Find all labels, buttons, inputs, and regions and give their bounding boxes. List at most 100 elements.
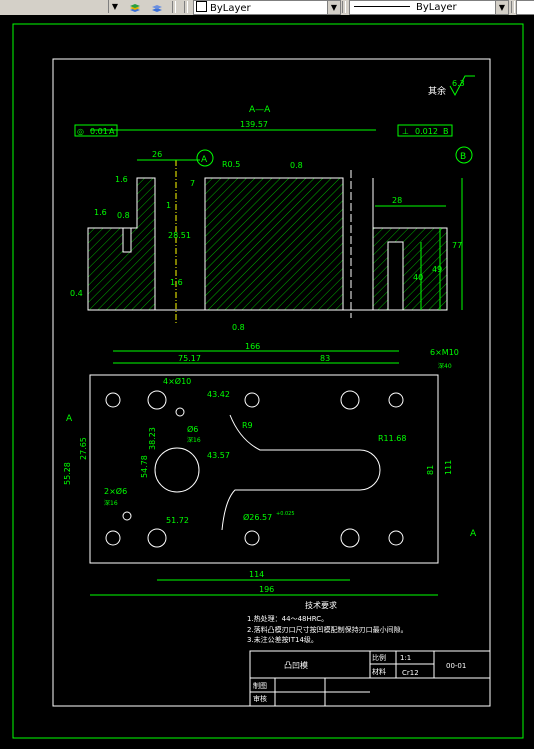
dim-38-23: 38.23: [148, 427, 157, 450]
gdt-left-tol: 0.01: [90, 127, 108, 136]
note-2phi6: 2×Ø6: [104, 486, 127, 496]
linetype-preview-line: [354, 6, 410, 7]
dim-43-57: 43.57: [207, 451, 230, 460]
section-mark-a-left: A: [66, 414, 73, 424]
dim-75-17: 75.17: [178, 354, 201, 363]
section-mark-a-right: A: [470, 529, 477, 539]
gdt-frame-right: [397, 124, 453, 137]
tech-req-line-2: 2.落料凸模刃口尺寸按凹模配制保持刃口最小间隙。: [247, 625, 408, 634]
dim-166: 166: [245, 342, 260, 351]
title-material-label: 材料: [372, 667, 386, 676]
title-drawing-no: 00-01: [446, 662, 466, 670]
title-drawn-label: 制图: [253, 681, 267, 690]
note-phi6-depth: 深16: [187, 436, 201, 444]
title-block: [249, 650, 491, 707]
plan-outline: [89, 374, 439, 564]
dim-49: 49: [432, 265, 442, 274]
dim-7: 7: [190, 179, 195, 188]
datum-b-bubble: [455, 146, 473, 164]
tech-req-line-3: 3.未注公差按IT14级。: [247, 635, 318, 644]
layer-dropdown-arrow[interactable]: ▼: [108, 0, 121, 13]
dim-51-72: 51.72: [166, 516, 189, 525]
dim-1: 1: [166, 201, 171, 210]
section-slot: [387, 241, 404, 311]
title-part-name: 凸凹模: [284, 660, 308, 670]
dim-27-65: 27.65: [79, 437, 88, 460]
datum-a-bubble: [196, 149, 214, 167]
note-6m10: 6×M10: [430, 348, 459, 357]
gdt-right-datum: B: [443, 127, 449, 136]
dim-26: 26: [152, 150, 162, 159]
section-body-right: [372, 178, 448, 311]
dim-04: 0.4: [70, 289, 83, 298]
properties-toolbar: ▼ ByLayer ▼ ByLayer ▼: [0, 0, 534, 16]
dim-114: 114: [249, 570, 264, 579]
dim-ra08-top: 0.8: [290, 161, 303, 170]
dim-16-top: 1.6: [115, 175, 128, 184]
datum-a-label: A: [201, 155, 208, 165]
dim-tol: +0.025: [276, 511, 295, 517]
dim-r11-68: R11.68: [378, 434, 406, 443]
plan-holes: [105, 390, 404, 548]
dim-139-57: 139.57: [240, 120, 268, 129]
color-value: ByLayer: [210, 3, 251, 14]
linetype-dropdown-arrow[interactable]: ▼: [495, 1, 508, 14]
dim-55-28: 55.28: [63, 462, 72, 485]
dim-r9: R9: [242, 421, 253, 430]
gdt-left-datum: A: [109, 127, 115, 136]
dim-83: 83: [320, 354, 330, 363]
drawing-canvas[interactable]: 其余 6.3 A—A 139.57 ◎ 0.01 A ⊥ 0.012 B A B…: [0, 15, 534, 745]
dim-54-78: 54.78: [140, 455, 149, 478]
roughness-rest-value: 6.3: [452, 79, 465, 88]
cad-drawing: 其余 6.3 A—A 139.57 ◎ 0.01 A ⊥ 0.012 B A B…: [12, 23, 524, 739]
datum-b-label: B: [460, 152, 466, 162]
dim-phi26-57: Ø26.57: [243, 512, 272, 522]
roughness-rest-label: 其余: [428, 85, 446, 97]
note-6m10-depth: 深40: [438, 362, 452, 370]
dim-08-bottom: 0.8: [232, 323, 245, 332]
title-checked-label: 审核: [253, 694, 267, 703]
dim-28-51: 28.51: [168, 231, 191, 240]
note-phi6: Ø6: [187, 424, 198, 434]
dim-40: 40: [413, 273, 423, 282]
toolbar-separator: [511, 1, 515, 13]
section-label: A—A: [249, 105, 271, 115]
dim-77: 77: [452, 241, 462, 250]
tech-req-line-1: 1.热处理：44～48HRC。: [247, 614, 328, 623]
layer-previous-icon[interactable]: [150, 0, 164, 13]
dim-196: 196: [259, 585, 274, 594]
note-2phi6-depth: 深16: [104, 499, 118, 507]
color-swatch-icon: [196, 1, 207, 12]
dim-43-42: 43.42: [207, 390, 230, 399]
section-hole: [122, 227, 132, 253]
section-body-left: [87, 177, 156, 311]
inner-border: [52, 58, 491, 707]
dim-r05: R0.5: [222, 160, 240, 169]
tech-req-title: 技术要求: [305, 600, 337, 610]
note-4d10: 4×Ø10: [163, 376, 191, 386]
outer-border: [12, 23, 524, 739]
toolbar-separator: [342, 1, 346, 13]
color-dropdown-arrow[interactable]: ▼: [327, 1, 340, 14]
dim-81: 81: [426, 465, 435, 475]
gdt-frame-left: [74, 124, 118, 137]
layer-stack-icon[interactable]: [128, 0, 142, 13]
linetype-value: ByLayer: [416, 2, 457, 13]
dim-16-left: 1.6: [94, 208, 107, 217]
section-body-mid: [204, 177, 344, 311]
dim-16-mid: 1.6: [170, 278, 183, 287]
title-scale-value: 1:1: [400, 654, 411, 662]
title-material-value: Cr12: [402, 669, 419, 677]
gdt-left-symbol: ◎: [77, 127, 84, 136]
toolbar-separator: [172, 1, 176, 13]
toolbar-separator: [184, 1, 188, 13]
gdt-right-symbol: ⊥: [402, 127, 409, 136]
linetype-control[interactable]: ByLayer ▼: [349, 0, 509, 15]
dim-08-left: 0.8: [117, 211, 130, 220]
title-scale-label: 比例: [372, 653, 386, 662]
lineweight-control[interactable]: [516, 0, 534, 15]
color-control[interactable]: ByLayer ▼: [193, 0, 341, 15]
dim-111: 111: [444, 460, 453, 475]
roughness-rest-symbol: [449, 75, 475, 97]
dim-28: 28: [392, 196, 402, 205]
